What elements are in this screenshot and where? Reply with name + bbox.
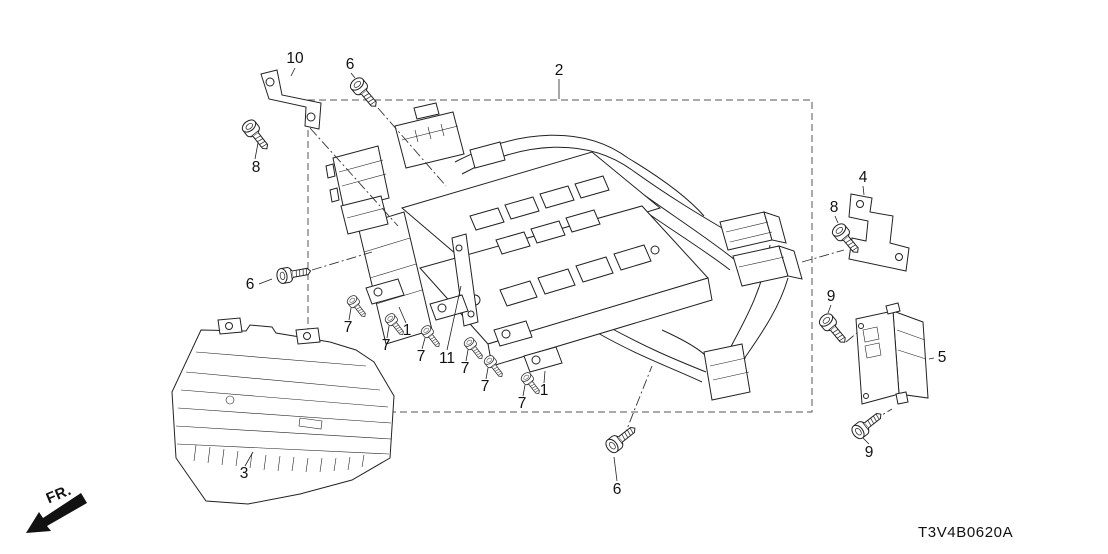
callout-1-16: 1: [539, 382, 549, 399]
bolt-6-bottom: [602, 421, 640, 456]
connector-left-b: [394, 111, 465, 169]
control-module-part-5: [855, 302, 929, 405]
callout-7-10: 7: [381, 337, 391, 354]
bracket-part-10: [260, 69, 322, 130]
callout-5-13: 5: [937, 349, 947, 366]
terminal-part-1a: [365, 278, 405, 305]
cover-part-3: [171, 317, 395, 505]
bracket-part-4: [848, 193, 910, 272]
screw-7-4: [462, 335, 487, 363]
callout-1-9: 1: [402, 322, 412, 339]
callout-9-7: 9: [826, 288, 836, 305]
callout-6-6: 6: [245, 276, 255, 293]
bolt-9-bottom: [848, 407, 886, 442]
callout-2-2: 2: [554, 62, 564, 79]
callout-7-11: 7: [416, 348, 426, 365]
bolt-8-left: [239, 116, 274, 154]
callout-6-1: 6: [345, 56, 355, 73]
callout-7-8: 7: [343, 319, 353, 336]
callout-7-17: 7: [517, 395, 527, 412]
bolt-9-top: [816, 310, 851, 348]
callout-8-5: 8: [829, 199, 839, 216]
callout-10-0: 10: [286, 50, 304, 67]
connector-bottom: [703, 343, 751, 401]
fr-direction-arrow: [26, 493, 87, 533]
terminal-part-1b: [523, 346, 563, 373]
callout-4-4: 4: [858, 169, 868, 186]
callout-9-18: 9: [864, 444, 874, 461]
callout-8-3: 8: [251, 159, 261, 176]
callout-11-12: 11: [438, 350, 456, 367]
callout-3-19: 3: [239, 465, 249, 482]
connector-right-b: [732, 245, 789, 287]
callout-7-15: 7: [480, 378, 490, 395]
diagram-code: T3V4B0620A: [918, 524, 1014, 541]
bolt-6-left: [275, 263, 313, 285]
callout-7-14: 7: [460, 360, 470, 377]
leader-lines: [244, 67, 935, 482]
phantom-lines: [309, 107, 893, 440]
harness-assembly-part-2: [325, 102, 803, 401]
callout-6-20: 6: [612, 481, 622, 498]
screw-7-1: [345, 293, 370, 321]
connector-right-a: [719, 211, 773, 251]
part-2-dashed-boundary: [307, 99, 813, 413]
bolt-6-top: [347, 74, 382, 112]
